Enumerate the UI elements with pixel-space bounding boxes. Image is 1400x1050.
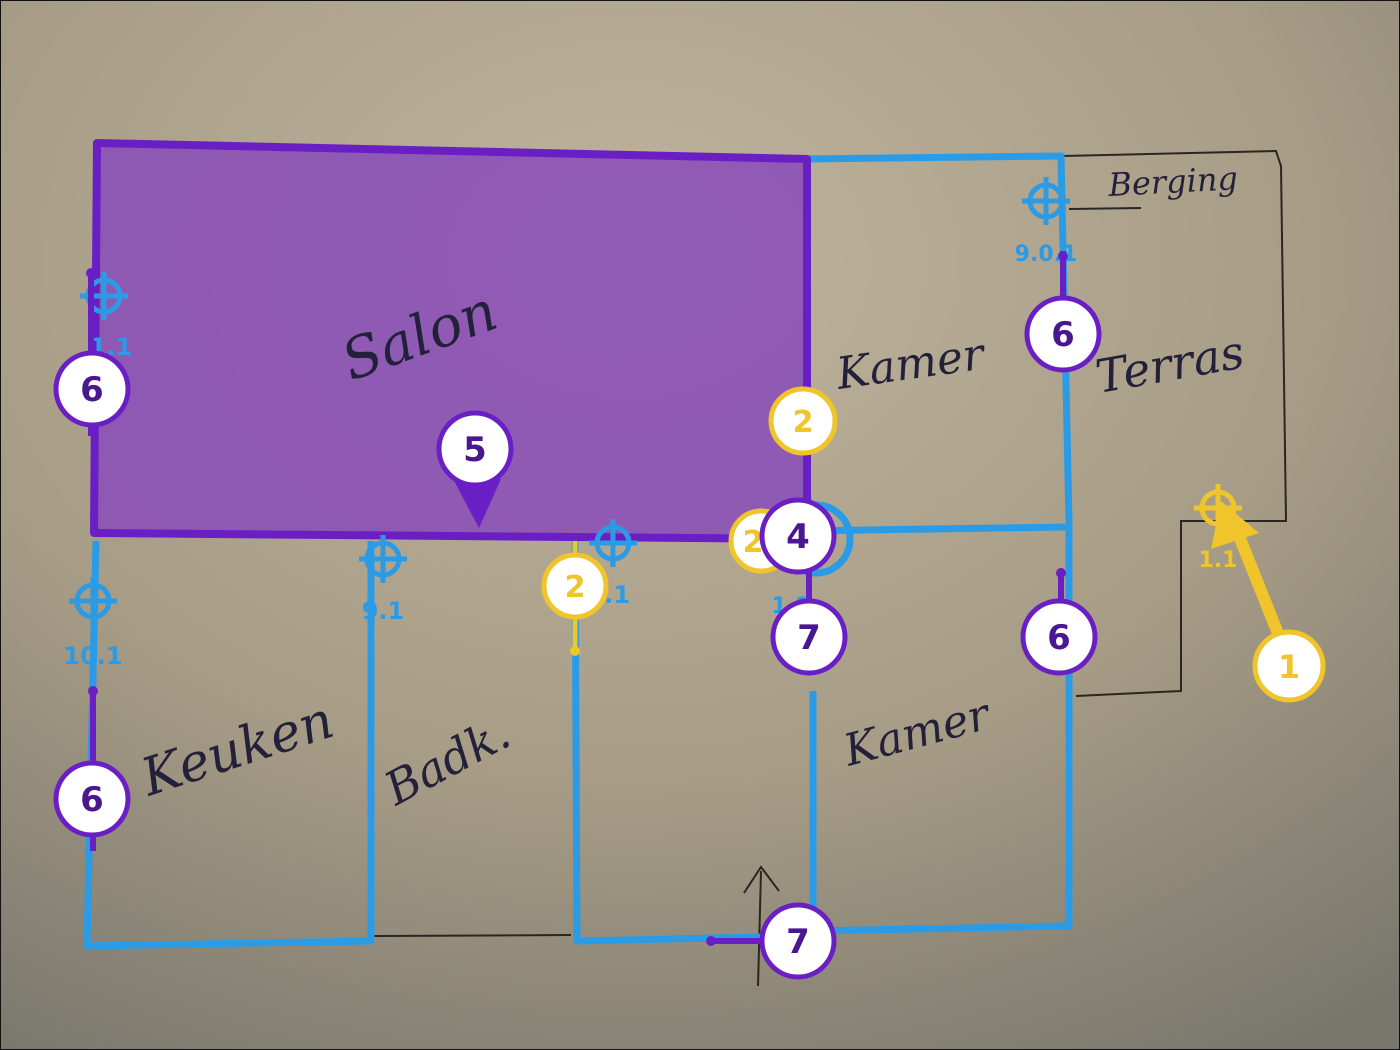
- connector-dot: [570, 646, 580, 656]
- connector-dots: [86, 251, 1068, 946]
- badge-one[interactable]: 1: [1252, 629, 1326, 703]
- badge-two-right[interactable]: 2: [768, 386, 838, 456]
- marker-yellow[interactable]: 1.1: [1194, 484, 1242, 573]
- badge-label: 2: [793, 405, 814, 440]
- badge-two-left[interactable]: 2: [541, 552, 609, 620]
- marker-label-yellow: 1.1: [1199, 548, 1238, 573]
- badge-six-left-bottom[interactable]: 6: [53, 760, 131, 838]
- badge-label: 6: [1051, 315, 1075, 355]
- pin-arrow-icon: [453, 479, 501, 528]
- badge-four[interactable]: 4: [759, 497, 837, 575]
- badge-seven-mid[interactable]: 7: [770, 598, 848, 676]
- badge-label: 5: [463, 430, 487, 470]
- badge-label: 7: [786, 922, 810, 962]
- badge-label: 7: [797, 618, 821, 658]
- badge-label: 2: [565, 570, 586, 605]
- marker-label-tr: 9.0.1: [1015, 242, 1078, 267]
- marker-label-kitchen: 10.1: [63, 642, 122, 670]
- badge-label: 2: [743, 525, 764, 560]
- badge-label: 6: [80, 780, 104, 820]
- room-label-berging: Berging: [1106, 159, 1238, 204]
- badge-six-right-mid[interactable]: 6: [1020, 598, 1098, 676]
- badge-label: 4: [786, 517, 810, 557]
- badge-six-top-right[interactable]: 6: [1024, 295, 1102, 373]
- marker-kitchen[interactable]: 10.1: [63, 577, 123, 670]
- marker-bath[interactable]: 9.1: [359, 535, 407, 625]
- sketch-lines: [372, 149, 1288, 987]
- marker-label-bath: 9.1: [362, 597, 405, 625]
- badge-seven-bottom[interactable]: 7: [759, 902, 837, 980]
- badge-five[interactable]: 5: [436, 410, 514, 488]
- badge-label: 6: [1047, 618, 1071, 658]
- badge-label: 6: [80, 370, 104, 410]
- badge-six-left-top[interactable]: 6: [53, 350, 131, 428]
- badge-label: 1: [1278, 648, 1300, 686]
